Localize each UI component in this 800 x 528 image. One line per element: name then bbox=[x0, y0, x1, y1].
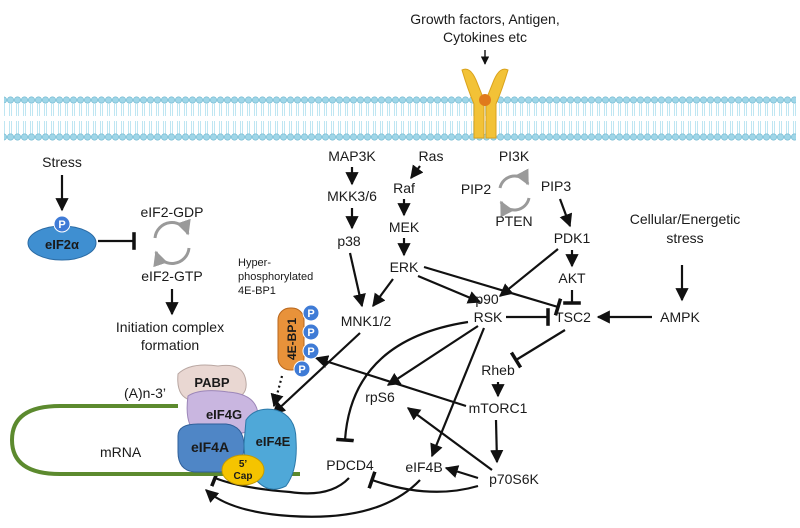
mrna-strand bbox=[9, 404, 300, 476]
edge-erk-tsc2 bbox=[423, 265, 563, 316]
eif2a-protein: P eIF2α bbox=[27, 215, 97, 261]
phospho-2-icon bbox=[302, 323, 320, 341]
node-eif4g: eIF4G bbox=[206, 407, 242, 422]
node-eif4b: eIF4B bbox=[405, 459, 442, 475]
edge-p70-rps6 bbox=[406, 407, 493, 471]
signal-label-1: Growth factors, Antigen, bbox=[410, 11, 559, 27]
gdp-gtp-cycle-icon bbox=[153, 218, 191, 268]
node-rheb: Rheb bbox=[481, 362, 515, 378]
node-initiation-2: formation bbox=[141, 337, 199, 353]
node-rps6: rpS6 bbox=[365, 389, 395, 405]
node-akt: AKT bbox=[558, 270, 586, 286]
node-pabp: PABP bbox=[194, 375, 229, 390]
hyper-label-1: Hyper- bbox=[238, 257, 271, 269]
node-pip3: PIP3 bbox=[541, 178, 572, 194]
phospho-eif2a-icon bbox=[53, 215, 71, 233]
edge-4ebp1-release bbox=[270, 375, 284, 408]
receptor bbox=[461, 68, 509, 139]
signal-label-2: Cytokines etc bbox=[443, 29, 527, 45]
node-mkk36: MKK3/6 bbox=[327, 188, 377, 204]
node-4ebp1: 4E-BP1 bbox=[285, 318, 299, 360]
cap-structure: 5’ Cap bbox=[221, 454, 265, 486]
node-map3k: MAP3K bbox=[328, 148, 376, 164]
pip-cycle-icon bbox=[498, 168, 531, 218]
node-raf: Raf bbox=[393, 180, 415, 196]
edge-p70-pdcd4 bbox=[367, 471, 479, 493]
node-stress: Stress bbox=[42, 154, 82, 170]
node-p70s6k: p70S6K bbox=[489, 471, 539, 487]
edge-pip3-pdk1 bbox=[558, 198, 573, 228]
node-p90: p90 bbox=[475, 291, 499, 307]
node-mnk12: MNK1/2 bbox=[341, 313, 392, 329]
edge-pdk1-p90 bbox=[498, 248, 559, 297]
phospho-3-icon bbox=[302, 342, 320, 360]
edge-p38-mnk bbox=[348, 252, 366, 308]
node-eif2a: eIF2α bbox=[45, 237, 79, 252]
polya-label: (A)n-3’ bbox=[124, 385, 166, 401]
cap-top: 5’ bbox=[239, 459, 248, 470]
edge-erk-p90 bbox=[417, 274, 482, 304]
hyper-label-3: 4E-BP1 bbox=[238, 285, 276, 297]
node-cellular-2: stress bbox=[666, 230, 703, 246]
node-initiation-1: Initiation complex bbox=[116, 319, 224, 335]
pabp-protein: PABP bbox=[177, 364, 247, 401]
phospho-3-p: P bbox=[307, 346, 314, 358]
node-mtorc1: mTORC1 bbox=[469, 400, 528, 416]
edge-eif4b-mrna bbox=[205, 479, 421, 518]
node-pi3k: PI3K bbox=[499, 148, 530, 164]
edge-mtorc1-p70 bbox=[490, 419, 504, 464]
edge-tsc2-rheb bbox=[509, 329, 566, 369]
edge-ras-raf bbox=[410, 164, 424, 180]
node-eif2-gdp: eIF2-GDP bbox=[140, 204, 203, 220]
node-pip2: PIP2 bbox=[461, 181, 492, 197]
edge-mnk-eif4e bbox=[272, 332, 361, 415]
phospho-1-p: P bbox=[307, 308, 314, 320]
node-mek: MEK bbox=[389, 219, 420, 235]
node-eif4e: eIF4E bbox=[256, 434, 291, 449]
node-pdcd4: PDCD4 bbox=[326, 457, 374, 473]
node-eif2-gtp: eIF2-GTP bbox=[141, 268, 202, 284]
phospho-1-icon bbox=[302, 304, 320, 322]
node-pdk1: PDK1 bbox=[554, 230, 591, 246]
node-erk: ERK bbox=[390, 259, 419, 275]
phospho-4-p: P bbox=[298, 364, 305, 376]
edge-rsk-pdcd4 bbox=[336, 320, 469, 443]
phospho-4-icon bbox=[293, 360, 311, 378]
4ebp1-protein: 4E-BP1 P P P P bbox=[277, 304, 320, 378]
node-tsc2: TSC2 bbox=[555, 309, 591, 325]
hyper-label-2: phosphorylated bbox=[238, 271, 313, 283]
edge-erk-mnk bbox=[372, 278, 394, 308]
node-ras: Ras bbox=[419, 148, 444, 164]
edge-p70-eif4b bbox=[444, 465, 479, 480]
phospho-eif2a-p: P bbox=[58, 219, 65, 231]
edge-rsk-eif4b bbox=[430, 327, 486, 458]
node-pten: PTEN bbox=[495, 213, 532, 229]
cap-bottom: Cap bbox=[234, 471, 253, 482]
node-eif4a: eIF4A bbox=[191, 439, 229, 455]
mrna-label: mRNA bbox=[100, 444, 142, 460]
node-p38: p38 bbox=[337, 233, 361, 249]
node-cellular-1: Cellular/Energetic bbox=[630, 211, 741, 227]
cell-membrane bbox=[4, 96, 796, 141]
node-rsk: RSK bbox=[474, 309, 503, 325]
node-ampk: AMPK bbox=[660, 309, 700, 325]
edge-rsk-rps6 bbox=[386, 325, 479, 386]
phospho-2-p: P bbox=[307, 327, 314, 339]
